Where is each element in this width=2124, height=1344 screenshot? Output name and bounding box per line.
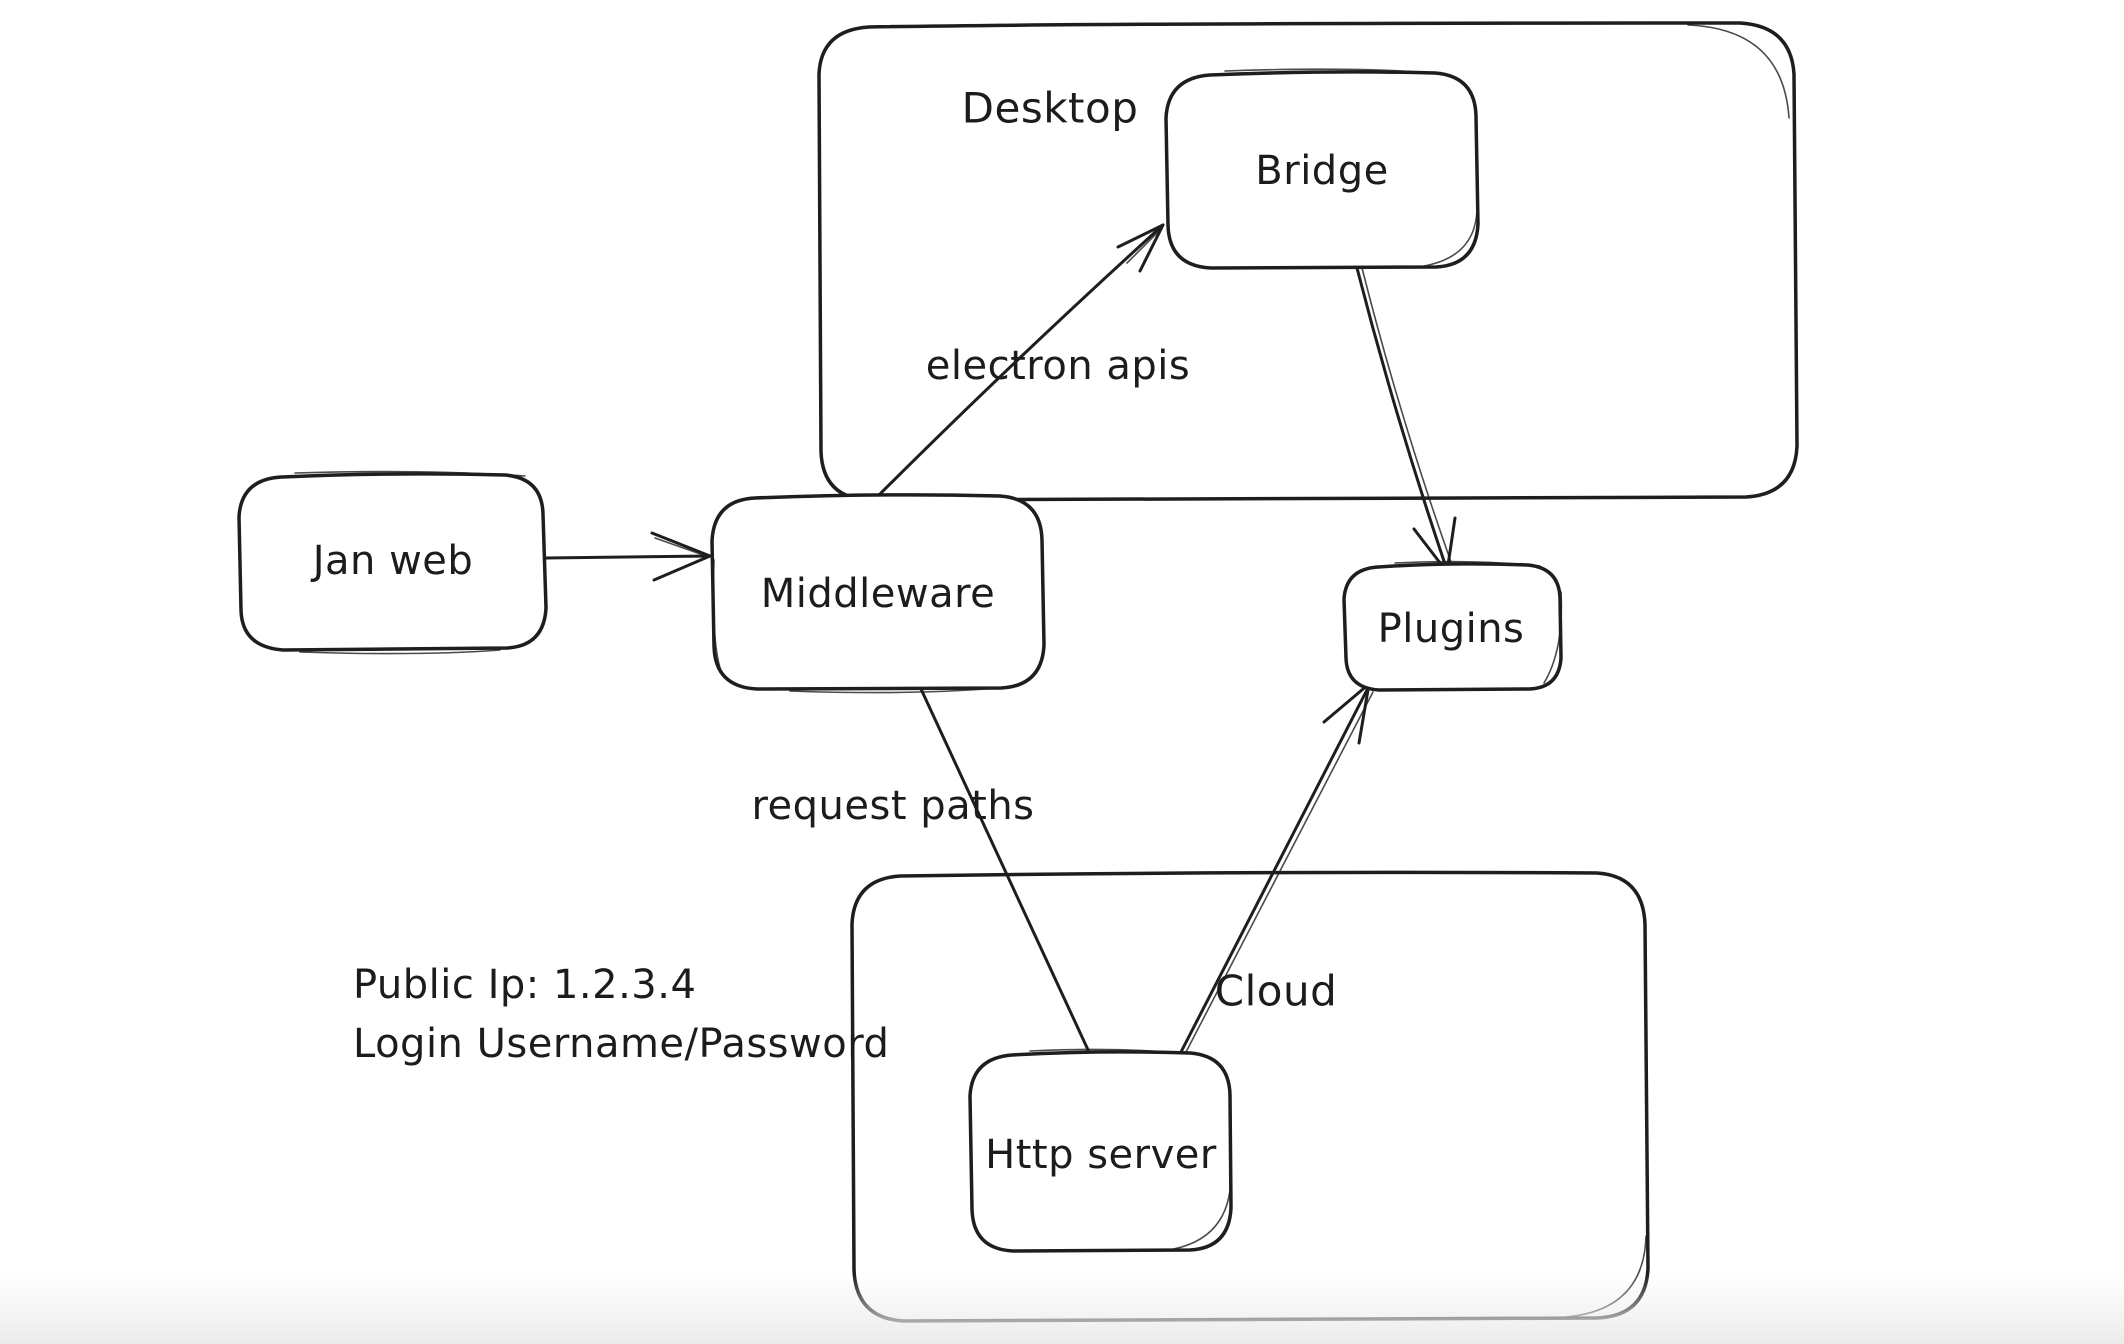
cloud-container-label[interactable]: Cloud	[1214, 966, 1338, 1016]
bridge-box-overdraw	[1224, 68, 1478, 267]
note-public-ip[interactable]: Public Ip: 1.2.3.4	[353, 962, 697, 1008]
http-server-box[interactable]	[968, 1050, 1233, 1253]
node-bridge[interactable]	[1164, 68, 1480, 270]
jan-web-box-overdraw	[294, 470, 526, 655]
edge-jan-web-to-middleware[interactable]	[544, 531, 712, 582]
middleware-box[interactable]	[710, 493, 1046, 691]
bridge-label[interactable]: Bridge	[1255, 148, 1389, 194]
middleware-label[interactable]: Middleware	[760, 571, 996, 617]
desktop-container[interactable]	[817, 21, 1799, 502]
desktop-container-overdraw	[1687, 24, 1790, 119]
node-jan-web[interactable]	[237, 470, 548, 655]
note-login-credentials[interactable]: Login Username/Password	[353, 1021, 890, 1067]
node-middleware[interactable]	[710, 493, 1046, 694]
jan-web-label[interactable]: Jan web	[312, 538, 474, 584]
electron-apis-edge-label[interactable]: electron apis	[925, 343, 1191, 389]
edge-bridge-to-plugins[interactable]	[1355, 266, 1457, 574]
node-http-server[interactable]	[968, 1048, 1233, 1253]
http-server-box-overdraw	[1029, 1048, 1232, 1251]
bridge-box[interactable]	[1164, 70, 1480, 270]
edge-middleware-to-http-server[interactable]	[919, 687, 1091, 1054]
desktop-container-outline[interactable]	[817, 21, 1799, 502]
node-plugins[interactable]	[1342, 560, 1563, 692]
http-server-label[interactable]: Http server	[985, 1132, 1217, 1178]
plugins-box[interactable]	[1342, 562, 1563, 692]
desktop-container-label[interactable]: Desktop	[961, 83, 1139, 133]
request-paths-edge-label[interactable]: request paths	[751, 783, 1035, 829]
edge-http-server-to-plugins[interactable]	[1179, 682, 1374, 1054]
middleware-box-overdraw	[712, 559, 986, 694]
edge-middleware-to-bridge[interactable]	[875, 223, 1165, 499]
plugins-label[interactable]: Plugins	[1377, 606, 1525, 652]
cloud-container-outline[interactable]	[850, 870, 1650, 1323]
jan-web-box[interactable]	[237, 472, 548, 652]
plugins-box-overdraw	[1394, 560, 1563, 684]
